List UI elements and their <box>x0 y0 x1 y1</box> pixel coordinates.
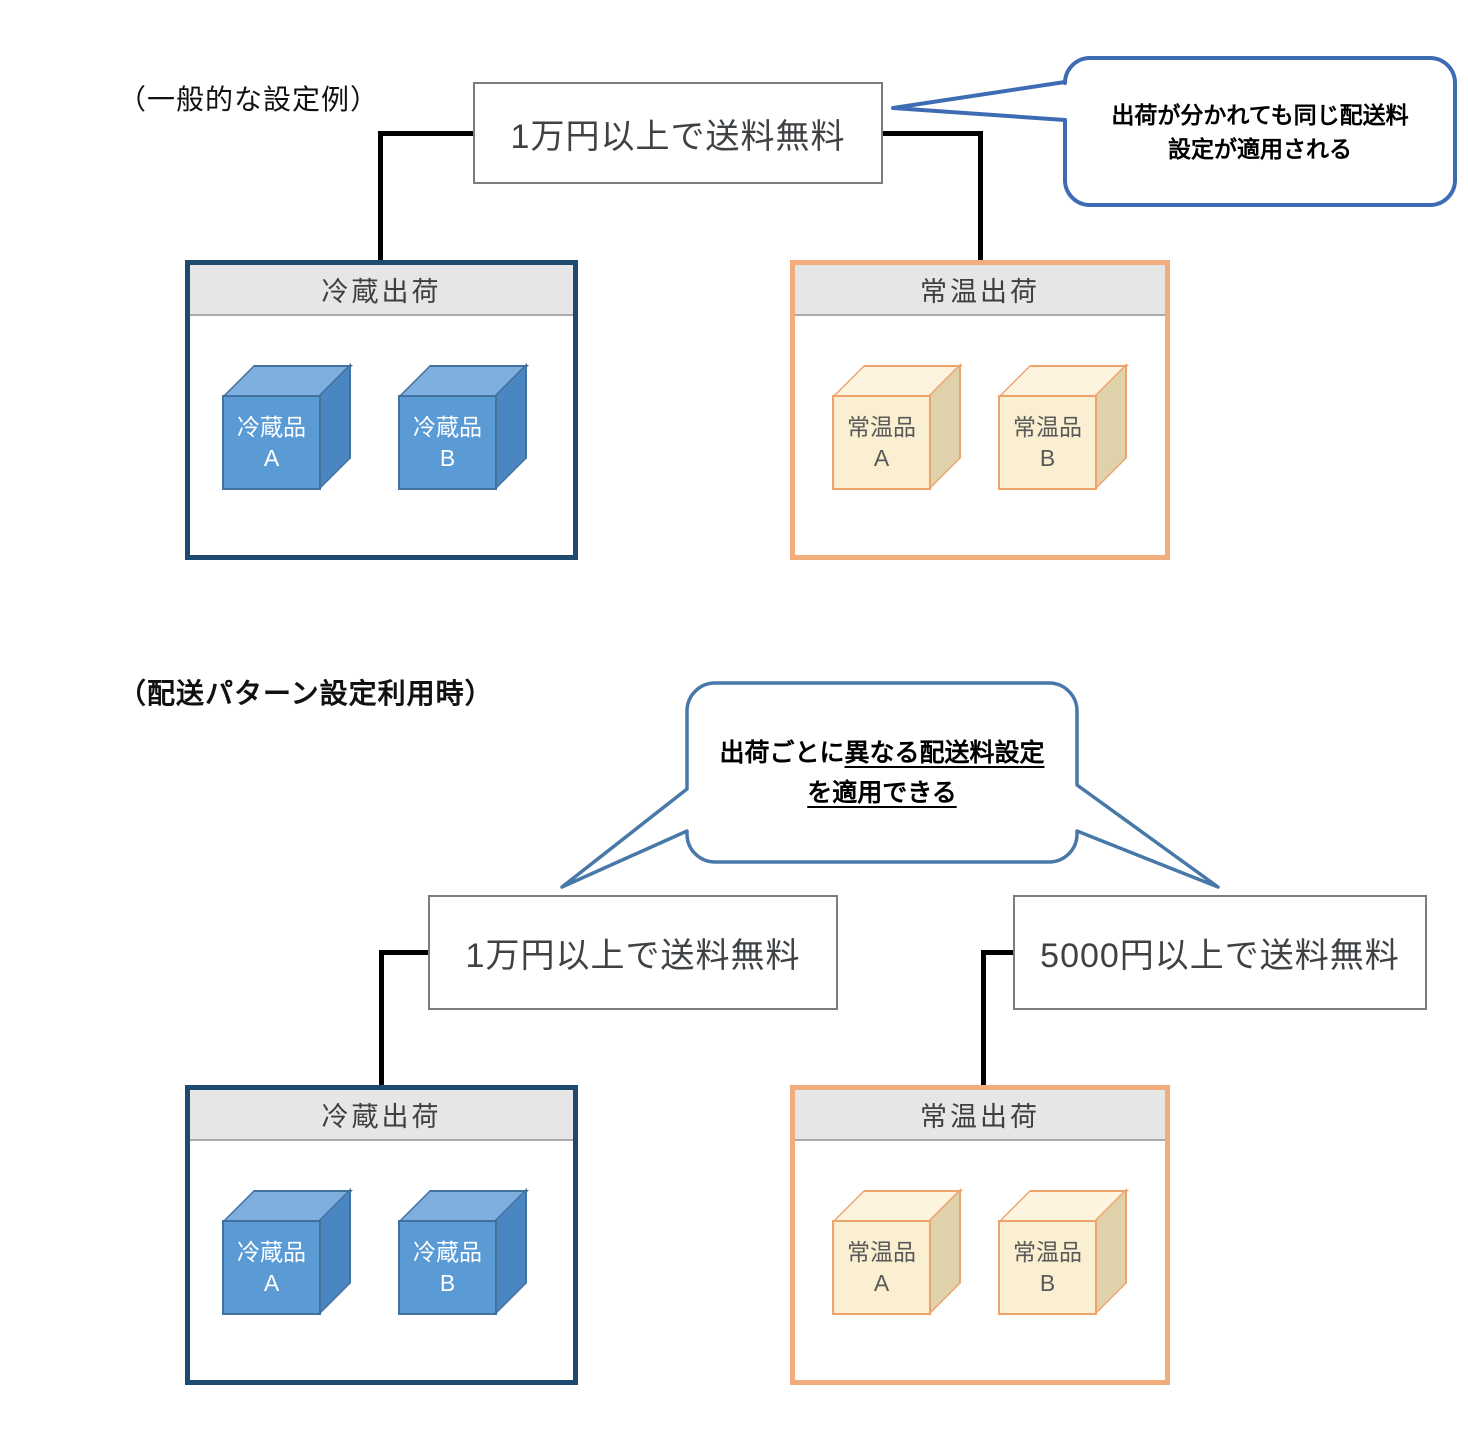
callout-2-line1: 出荷ごとに異なる配送料設定 <box>719 733 1044 773</box>
product-cube: 常温品 B <box>998 363 1129 490</box>
callout-bubble-outline <box>560 681 1220 889</box>
callout-2-line1-underlined: 異なる配送料設定 <box>844 738 1045 767</box>
connector-line <box>378 131 473 136</box>
cube-label-line1: 冷蔵品 <box>413 1238 482 1265</box>
cube-label-line1: 常温品 <box>1013 1238 1082 1265</box>
connector-line <box>883 131 983 136</box>
product-cube: 常温品 A <box>832 1188 963 1315</box>
cube-label-line1: 常温品 <box>1013 413 1082 440</box>
cube-front-face: 常温品 B <box>998 1220 1097 1315</box>
callout-2-line2-underlined: を適用できる <box>807 778 957 807</box>
cube-label-line1: 常温品 <box>847 1238 916 1265</box>
cube-label-line2: B <box>439 1269 456 1296</box>
shipment-header: 常温出荷 <box>795 1090 1165 1141</box>
shipping-rule-box: 5000円以上で送料無料 <box>1013 895 1427 1010</box>
cube-label-line2: A <box>873 444 890 471</box>
cube-label-line2: A <box>263 444 280 471</box>
callout-2-line1-plain: 出荷ごとに <box>719 738 845 767</box>
callout-1-line1: 出荷が分かれても同じ配送料 <box>1111 101 1409 128</box>
cube-label-line2: B <box>1039 1269 1056 1296</box>
cube-label-line1: 冷蔵品 <box>237 413 306 440</box>
callout-bubble-outline <box>891 56 1457 207</box>
product-cube: 冷蔵品 B <box>398 363 529 490</box>
connector-line <box>379 950 428 955</box>
shipment-container-ambient: 常温出荷 常温品 A 常温品 B <box>790 1085 1170 1385</box>
connector-line <box>978 131 983 263</box>
product-cube: 冷蔵品 B <box>398 1188 529 1315</box>
section-1-label: （一般的な設定例） <box>118 84 380 115</box>
product-cube: 冷蔵品 A <box>222 1188 353 1315</box>
cube-front-face: 冷蔵品 A <box>222 1220 321 1315</box>
cube-label-line1: 常温品 <box>847 413 916 440</box>
cube-front-face: 常温品 B <box>998 395 1097 490</box>
cube-label-line1: 冷蔵品 <box>413 413 482 440</box>
cube-front-face: 常温品 A <box>832 1220 931 1315</box>
connector-line <box>378 131 383 263</box>
product-cube: 冷蔵品 A <box>222 363 353 490</box>
cube-label-line2: A <box>263 1269 280 1296</box>
callout-bubble-2 <box>560 681 1220 889</box>
shipment-container-cold: 冷蔵出荷 冷蔵品 A 冷蔵品 B <box>185 1085 578 1385</box>
connector-line <box>981 950 1013 955</box>
shipment-header: 常温出荷 <box>795 265 1165 316</box>
product-cube: 常温品 B <box>998 1188 1129 1315</box>
shipment-container-ambient: 常温出荷 常温品 A 常温品 B <box>790 260 1170 560</box>
connector-line <box>379 950 384 1087</box>
callout-1-line2: 設定が適用される <box>1168 135 1352 162</box>
section-2-label: （配送パターン設定利用時） <box>118 678 494 709</box>
cube-front-face: 冷蔵品 A <box>222 395 321 490</box>
shipping-rule-box: 1万円以上で送料無料 <box>473 82 883 184</box>
cube-label-line2: B <box>1039 444 1056 471</box>
callout-bubble-1 <box>891 56 1457 207</box>
callout-2-text: 出荷ごとに異なる配送料設定 を適用できる <box>687 683 1077 862</box>
product-cube: 常温品 A <box>832 363 963 490</box>
connector-line <box>981 950 986 1087</box>
shipment-container-cold: 冷蔵出荷 冷蔵品 A 冷蔵品 B <box>185 260 578 560</box>
cube-front-face: 常温品 A <box>832 395 931 490</box>
shipment-header: 冷蔵出荷 <box>190 265 573 316</box>
cube-front-face: 冷蔵品 B <box>398 395 497 490</box>
callout-1-text: 出荷が分かれても同じ配送料 設定が適用される <box>1065 58 1455 205</box>
cube-label-line1: 冷蔵品 <box>237 1238 306 1265</box>
shipment-header: 冷蔵出荷 <box>190 1090 573 1141</box>
cube-front-face: 冷蔵品 B <box>398 1220 497 1315</box>
cube-label-line2: B <box>439 444 456 471</box>
cube-label-line2: A <box>873 1269 890 1296</box>
shipping-rule-box: 1万円以上で送料無料 <box>428 895 838 1010</box>
